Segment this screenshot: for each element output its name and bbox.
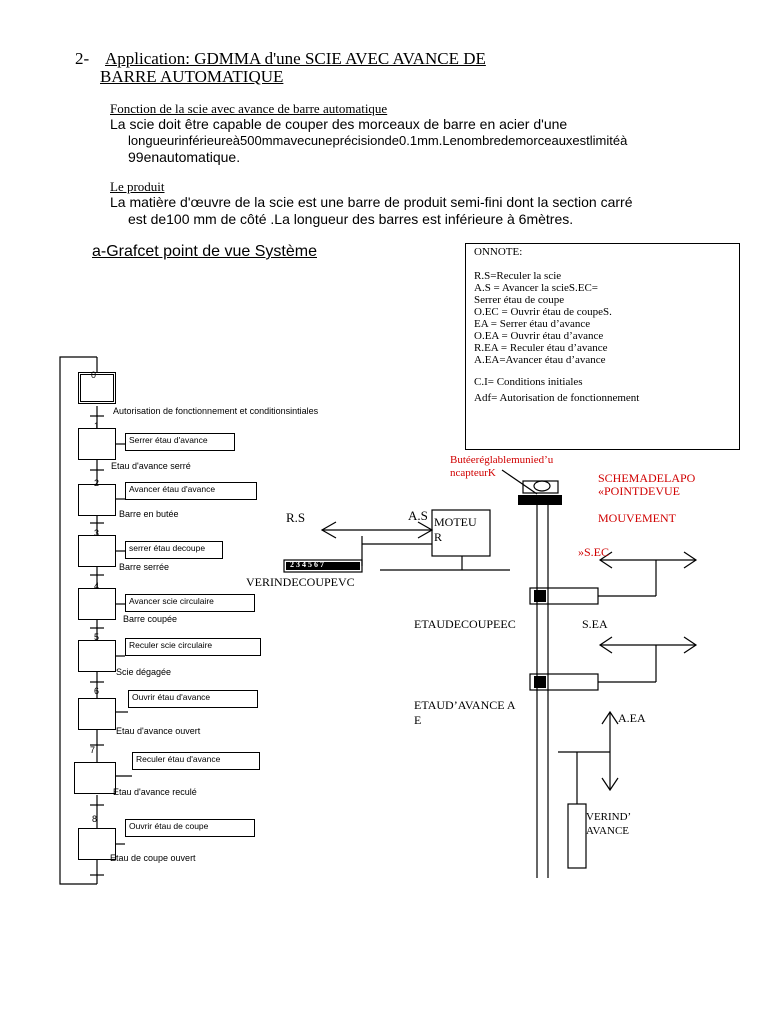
grafcet-step (78, 828, 116, 860)
note-adf: Adf= Autorisation de fonctionnement (474, 392, 640, 404)
step-action: serrer étau decoupe (125, 541, 223, 559)
product-line-1: La matière d'œuvre de la scie est une ba… (110, 194, 633, 210)
butee-label: Butéeréglablemunied’u (450, 454, 554, 466)
etau-avance-label: ETAUD’AVANCE A (414, 698, 516, 712)
transition-label: Barre coupée (123, 614, 178, 624)
grafcet-step (78, 640, 116, 672)
grafcet-step (78, 535, 116, 567)
as-label: A.S (408, 508, 428, 523)
product-heading: Le produit (110, 179, 165, 194)
schema-title: SCHEMADELAPO (598, 471, 696, 485)
note-line: A.S = Avancer la scieS.EC= (474, 282, 599, 294)
transition-label: Etau d'avance ouvert (116, 726, 201, 736)
grafcet-step (78, 484, 116, 516)
section-title-2: BARRE AUTOMATIQUE (100, 67, 284, 86)
transition-label: Scie dégagée (116, 667, 172, 677)
step-number: 8 (92, 814, 98, 824)
step-action: Ouvrir étau de coupe (125, 819, 255, 837)
function-line-1: La scie doit être capable de couper des … (110, 116, 568, 132)
step-action: Ouvrir étau d'avance (128, 690, 258, 708)
section-number: 2- (75, 49, 90, 68)
etau-coupe-label: ETAUDECOUPEEC (414, 617, 516, 631)
moteur-label-2: R (434, 530, 443, 544)
verin-coupe-label: VERINDECOUPEVC (246, 575, 355, 589)
note-line: EA = Serrer étau d’avance (474, 318, 591, 330)
scale-digits: 234567 (290, 560, 326, 569)
transition-label: Autorisation de fonctionnement et condit… (113, 406, 319, 416)
section-title: Application: GDMMA d'une SCIE AVEC AVANC… (105, 49, 486, 68)
grafcet-step (78, 428, 116, 460)
aea-label: A.EA (618, 711, 646, 725)
note-line: R.S=Reculer la scie (474, 270, 562, 282)
note-line: O.EC = Ouvrir étau de coupeS. (474, 306, 612, 318)
step-action: Serrer étau d'avance (125, 433, 235, 451)
transition-label: Barre en butée (119, 509, 179, 519)
function-line-2: longueurinférieureà500mmavecuneprécision… (128, 133, 628, 148)
sea-label: S.EA (582, 617, 608, 631)
step-action: Avancer étau d'avance (125, 482, 257, 500)
step-action: Reculer scie circulaire (125, 638, 261, 656)
grafcet-title: a-Grafcet point de vue Système (92, 243, 317, 260)
rs-label: R.S (286, 510, 306, 525)
step-number: 0 (91, 370, 97, 380)
grafcet-initial-step (78, 372, 116, 404)
schema-title-3: MOUVEMENT (598, 511, 676, 525)
verin-avance-label-2: AVANCE (586, 825, 629, 837)
transition-label: Etau d'avance serré (111, 461, 191, 471)
note-ci: C.I= Conditions initiales (474, 376, 583, 388)
step-number: 4 (94, 581, 100, 591)
etau-avance-label-2: E (414, 713, 422, 727)
grafcet-step (78, 588, 116, 620)
step-number: 1 (94, 421, 100, 431)
step-number: 3 (94, 528, 100, 538)
grafcet-step (78, 698, 116, 730)
step-action: Avancer scie circulaire (125, 594, 255, 612)
step-action: Reculer étau d'avance (132, 752, 260, 770)
transition-label: Barre serrée (119, 562, 170, 572)
moteur-label: MOTEU (434, 515, 477, 529)
product-line-2: est de100 mm de côté .La longueur des ba… (128, 211, 574, 227)
notes-box: ONNOTE: R.S=Reculer la scie A.S = Avance… (465, 243, 740, 450)
sec-label: »S.EC (578, 545, 610, 559)
function-heading: Fonction de la scie avec avance de barre… (110, 101, 388, 116)
note-line: Serrer étau de coupe (474, 294, 565, 306)
verin-avance-label: VERIND’ (586, 811, 632, 823)
function-line-3: 99enautomatique. (128, 149, 241, 165)
notes-title: ONNOTE: (474, 246, 523, 258)
note-line: O.EA = Ouvrir étau d’avance (474, 330, 604, 342)
step-number: 2 (94, 478, 100, 488)
note-line: R.EA = Reculer étau d’avance (474, 342, 608, 354)
schema-title-2: «POINTDEVUE (598, 484, 680, 498)
butee-label-2: ncapteurK (450, 467, 496, 479)
step-number: 6 (94, 686, 100, 696)
transition-label: Etau d'avance reculé (113, 787, 197, 797)
transition-label: Etau de coupe ouvert (110, 853, 196, 863)
step-number: 5 (94, 632, 100, 642)
grafcet-step (74, 762, 116, 794)
step-number: 7 (90, 745, 96, 755)
note-line: A.EA=Avancer étau d’avance (474, 354, 606, 366)
